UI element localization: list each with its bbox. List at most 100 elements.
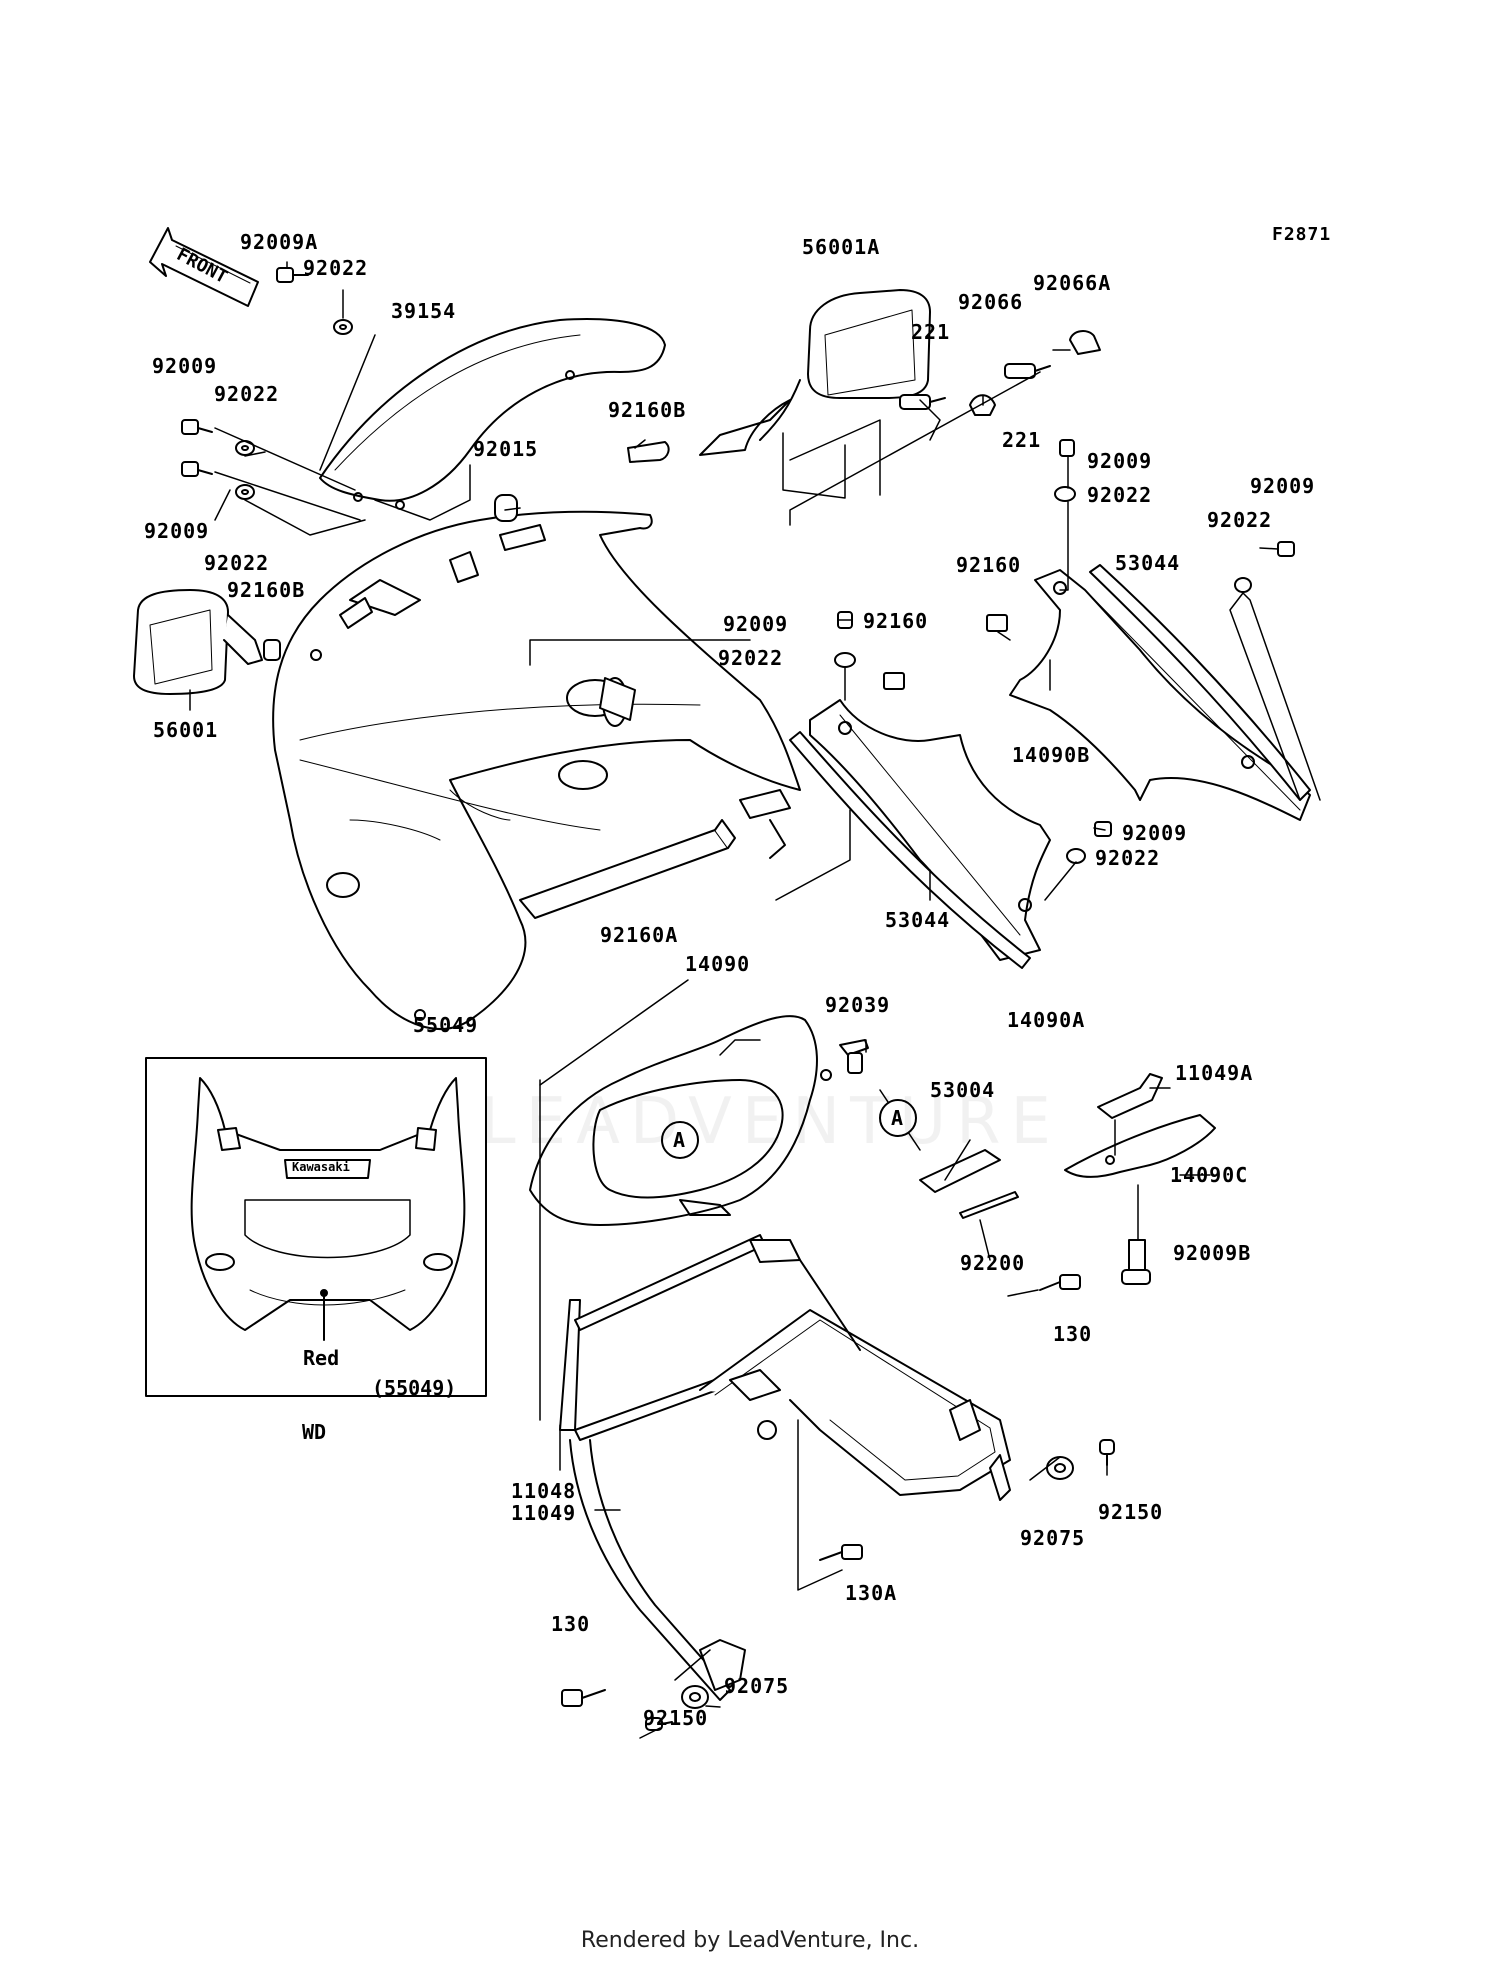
part-label: 221 — [1002, 428, 1042, 452]
part-label: 130 — [1053, 1322, 1093, 1346]
part-label: 92160A — [600, 923, 679, 947]
part-label: 92009 — [1087, 449, 1153, 473]
bolt-130A-icon — [819, 1544, 863, 1561]
bolt-221-icon — [899, 394, 946, 410]
inset-color-note: Red — [303, 1346, 340, 1370]
washer-92022-g-icon — [1066, 848, 1086, 864]
grommet-92015-icon — [494, 494, 518, 522]
part-label: 130 — [551, 1612, 591, 1636]
screw-92009A-icon — [276, 267, 309, 283]
part-label: 221 — [911, 320, 951, 344]
part-label: 92022 — [1207, 508, 1273, 532]
footer-credit: Rendered by LeadVenture, Inc. — [580, 1928, 920, 1953]
part-label: 14090B — [1012, 743, 1091, 767]
screw-92009-icon — [181, 419, 213, 435]
part-label: 56001 — [153, 718, 219, 742]
washer-92022-icon — [333, 319, 353, 335]
screw-92009-c-icon — [1059, 439, 1075, 457]
washer-92022-b-icon — [235, 440, 255, 456]
pad-92160-icon — [986, 614, 1008, 632]
callout-circle-a-left — [661, 1121, 699, 1159]
part-label: 11049A — [1175, 1061, 1254, 1085]
grommet-92075-icon — [1046, 1456, 1074, 1480]
part-label: 56001A — [802, 235, 881, 259]
callout-a-left: A — [673, 1128, 687, 1152]
part-label: 92160B — [227, 578, 306, 602]
screw-92009-d-icon — [1277, 541, 1295, 557]
bolt-130-icon — [1039, 1274, 1081, 1291]
trim-strip-53044 — [1089, 564, 1311, 801]
part-label: 92150 — [1098, 1500, 1164, 1524]
inner-panel-14090A — [809, 699, 1051, 961]
washer-92022-c-icon — [235, 484, 255, 500]
part-label: 53004 — [930, 1078, 996, 1102]
callout-a-right: A — [891, 1106, 905, 1130]
part-label: 92009 — [152, 354, 218, 378]
part-label: 39154 — [391, 299, 457, 323]
part-label: 92022 — [718, 646, 784, 670]
part-label: 53044 — [1115, 551, 1181, 575]
trim-strip-53044-b — [789, 731, 1031, 969]
part-label: 130A — [845, 1581, 898, 1605]
screw-92009-b-icon — [181, 461, 213, 477]
part-label: 92200 — [960, 1251, 1026, 1275]
pad-92160-b-icon — [883, 672, 905, 690]
upper-cowl-55049 — [272, 510, 801, 1030]
front-arrow-icon — [149, 227, 259, 307]
bracket-11049A — [1097, 1073, 1163, 1119]
part-label: 92015 — [473, 437, 539, 461]
part-label: 53044 — [885, 908, 951, 932]
bolt-130-b-icon — [561, 1689, 606, 1707]
part-label: 92009 — [1250, 474, 1316, 498]
part-label: 92009 — [723, 612, 789, 636]
right-mirror-56001A — [699, 289, 931, 456]
part-label: 92075 — [724, 1674, 790, 1698]
screw-92150-b-icon — [645, 1717, 673, 1731]
part-label: 92009 — [1122, 821, 1188, 845]
windshield-39154 — [319, 318, 666, 510]
leader-lines — [189, 261, 1321, 1739]
part-label: 92022 — [1087, 483, 1153, 507]
variant-label: WD — [302, 1420, 327, 1444]
part-label: 92066 — [958, 290, 1024, 314]
part-label: 92150 — [643, 1706, 709, 1730]
cowl-stay-frame — [559, 1234, 1011, 1701]
variant-inset — [145, 1057, 487, 1397]
part-label: 14090C — [1170, 1163, 1249, 1187]
bolt-221-b-icon — [1004, 363, 1051, 379]
washer-92022-d-icon — [1054, 486, 1076, 502]
part-label: 92160 — [863, 609, 929, 633]
part-label: 92009 — [144, 519, 210, 543]
bolt-92009B-icon — [1121, 1239, 1151, 1285]
part-label: 92009A — [240, 230, 319, 254]
part-label: 92160B — [608, 398, 687, 422]
inset-part-ref: (55049) — [372, 1376, 457, 1400]
inner-panel-14090B — [1009, 569, 1311, 821]
part-label: 14090 — [685, 952, 751, 976]
part-label: 11049 — [511, 1501, 577, 1525]
panel-53004 — [919, 1149, 1001, 1193]
part-label: 14090A — [1007, 1008, 1086, 1032]
rivet-92039-icon — [839, 1039, 869, 1074]
part-label: 92160 — [956, 553, 1022, 577]
washer-92022-e-icon — [1234, 577, 1252, 593]
part-label: 92022 — [1095, 846, 1161, 870]
left-mirror-56001 — [133, 589, 281, 695]
pad-92160B-icon — [627, 441, 670, 463]
part-label: 92022 — [204, 551, 270, 575]
meter-cover-14090 — [529, 1015, 832, 1226]
inset-brand: Kawasaki — [292, 1160, 350, 1174]
part-label: 92039 — [825, 993, 891, 1017]
grommet-92075-b-icon — [681, 1685, 709, 1709]
part-label: 92022 — [303, 256, 369, 280]
diagram-code: F2871 — [1272, 224, 1332, 245]
part-label: 92022 — [214, 382, 280, 406]
foam-strip-92160A — [519, 819, 736, 919]
screw-92150-icon — [1099, 1439, 1115, 1466]
part-label: 92075 — [1020, 1526, 1086, 1550]
watermark: LEADVENTURE — [480, 1085, 1061, 1159]
foam-92200 — [959, 1191, 1019, 1219]
washer-92022-f-icon — [834, 652, 856, 668]
part-label: 92066A — [1033, 271, 1112, 295]
part-label: 55049 — [413, 1013, 479, 1037]
